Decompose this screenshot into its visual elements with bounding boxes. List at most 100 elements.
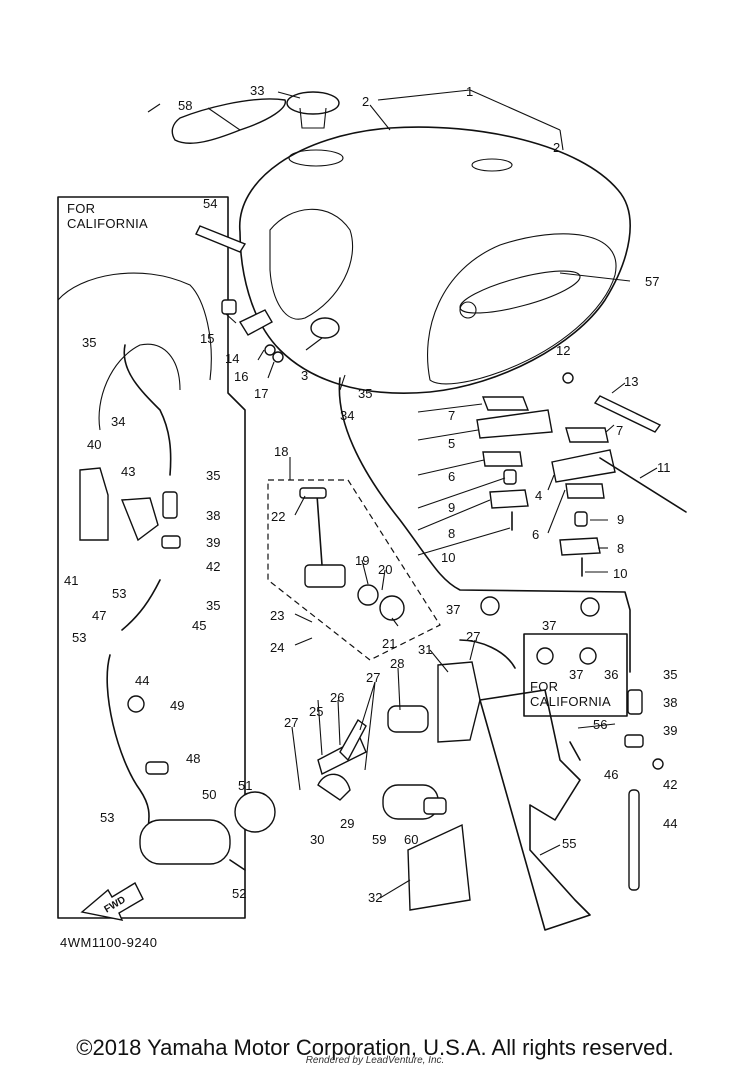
callout-44a: 44 xyxy=(135,673,149,688)
fuel-cock-assembly-region xyxy=(267,479,441,661)
stay-55 xyxy=(479,689,591,931)
callout-2a: 2 xyxy=(362,94,369,109)
callout-35c: 35 xyxy=(206,468,220,483)
vent-hose xyxy=(195,225,247,253)
callout-53c: 53 xyxy=(100,810,114,825)
callout-7a: 7 xyxy=(448,408,455,423)
fuel-tank-panel xyxy=(427,233,617,385)
hose-44-right xyxy=(628,789,640,891)
clamp-37c xyxy=(536,647,554,665)
clamp-37a xyxy=(480,596,500,616)
pump-bracket-31 xyxy=(437,661,481,743)
copyright-notice: ©2018 Yamaha Motor Corporation, U.S.A. A… xyxy=(76,1035,674,1060)
callout-26: 26 xyxy=(330,690,344,705)
rod-13 xyxy=(593,395,662,433)
callout-6b: 6 xyxy=(532,527,539,542)
canister-holder xyxy=(234,791,276,833)
leader-lines xyxy=(147,89,658,899)
callout-54: 54 xyxy=(203,196,217,211)
bolt-52 xyxy=(229,859,246,871)
callout-1: 1 xyxy=(466,84,473,99)
callout-5: 5 xyxy=(448,436,455,451)
callout-22: 22 xyxy=(271,509,285,524)
callout-3: 3 xyxy=(301,368,308,383)
callout-37c: 37 xyxy=(569,667,583,682)
mounting-stack-left xyxy=(476,396,553,531)
callout-12: 12 xyxy=(556,343,570,358)
callout-35d: 35 xyxy=(206,598,220,613)
cover-32 xyxy=(407,823,471,911)
callout-53b: 53 xyxy=(72,630,86,645)
nut xyxy=(272,351,284,363)
callout-39b: 39 xyxy=(663,723,677,738)
fuel-cap xyxy=(286,91,340,115)
callout-28: 28 xyxy=(390,656,404,671)
callout-37b: 37 xyxy=(542,618,556,633)
tank-top-mount xyxy=(471,158,513,172)
callout-numbers: 1 2 2 3 4 5 6 6 7 7 8 8 9 9 10 10 11 12 … xyxy=(64,83,677,905)
callout-9a: 9 xyxy=(448,500,455,515)
callout-21: 21 xyxy=(382,636,396,651)
fuel-cap-neck xyxy=(299,107,327,129)
rendered-by-notice: Rendered by LeadVenture, Inc. xyxy=(305,1055,445,1066)
callout-35e: 35 xyxy=(663,667,677,682)
bolt-11 xyxy=(599,457,687,513)
callout-42b: 42 xyxy=(663,777,677,792)
california-plate xyxy=(120,497,159,542)
callout-37a: 37 xyxy=(446,602,460,617)
fuel-filter xyxy=(387,705,429,733)
callout-51: 51 xyxy=(238,778,252,793)
callout-6a: 6 xyxy=(448,469,455,484)
california-small-box xyxy=(523,633,628,717)
california-hose xyxy=(123,344,172,476)
callout-8b: 8 xyxy=(617,541,624,556)
callout-24: 24 xyxy=(270,640,284,655)
callout-35a: 35 xyxy=(358,386,372,401)
callout-14: 14 xyxy=(225,351,239,366)
callout-27a: 27 xyxy=(284,715,298,730)
california-tank-outline xyxy=(57,272,212,381)
callout-40: 40 xyxy=(87,437,101,452)
callout-10a: 10 xyxy=(441,550,455,565)
clamp-48 xyxy=(145,761,169,775)
california-box-title-line1: FOR xyxy=(67,201,95,216)
document-code: 4WM1100-9240 xyxy=(60,935,158,950)
california-hose-45 xyxy=(121,579,161,631)
callout-44b: 44 xyxy=(663,816,677,831)
california-clamp xyxy=(161,535,181,549)
damper xyxy=(221,299,237,315)
callout-27c: 27 xyxy=(466,629,480,644)
callout-50: 50 xyxy=(202,787,216,802)
callout-33: 33 xyxy=(250,83,264,98)
callout-52: 52 xyxy=(232,886,246,901)
callout-17: 17 xyxy=(254,386,268,401)
callout-4: 4 xyxy=(535,488,542,503)
callout-9b: 9 xyxy=(617,512,624,527)
callout-41: 41 xyxy=(64,573,78,588)
fuel-hose-27 xyxy=(459,639,516,669)
tank-tunnel xyxy=(269,208,354,320)
callout-47: 47 xyxy=(92,608,106,623)
callout-58: 58 xyxy=(178,98,192,113)
tank-emblem-crest xyxy=(459,301,477,319)
callout-18: 18 xyxy=(274,444,288,459)
callout-42a: 42 xyxy=(206,559,220,574)
callout-36: 36 xyxy=(604,667,618,682)
california-small-title-line2: CALIFORNIA xyxy=(530,694,611,709)
california-small-title-line1: FOR xyxy=(530,679,558,694)
damper-60 xyxy=(423,797,447,815)
fuel-cock xyxy=(304,564,346,588)
fuel-cock-pipe xyxy=(316,494,323,566)
clamp-36 xyxy=(579,647,597,665)
tank-filler-neck xyxy=(288,149,344,167)
callout-48: 48 xyxy=(186,751,200,766)
callout-49: 49 xyxy=(170,698,184,713)
callout-20: 20 xyxy=(378,562,392,577)
callout-34b: 34 xyxy=(111,414,125,429)
callout-56: 56 xyxy=(593,717,607,732)
screen-22 xyxy=(299,487,327,499)
fuel-tank-body xyxy=(239,126,631,394)
callout-15: 15 xyxy=(200,331,214,346)
canister xyxy=(139,819,231,865)
